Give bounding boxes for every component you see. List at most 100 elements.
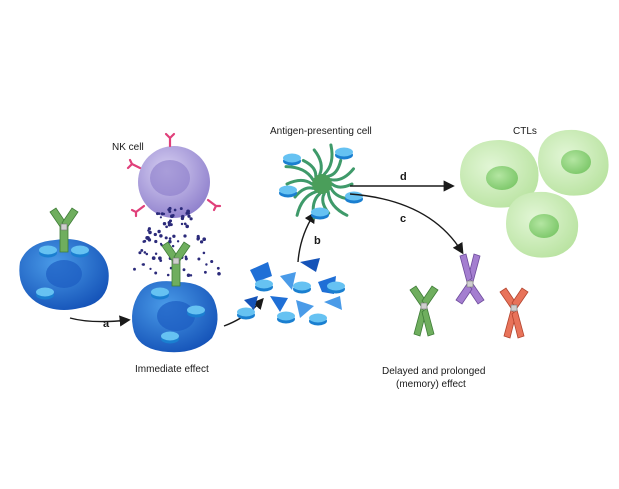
- antigen: [151, 287, 169, 300]
- tumor-debris: [237, 258, 345, 326]
- step-label-c: c: [400, 213, 406, 225]
- arrow-a: [69, 315, 131, 327]
- apc-dendrite: [330, 182, 354, 189]
- granule-dot: [158, 256, 162, 261]
- granule-dot: [205, 263, 208, 266]
- nk-cell: [126, 132, 222, 218]
- antigen: [161, 331, 179, 344]
- granule-dot: [138, 251, 142, 255]
- granule-dot: [167, 222, 171, 225]
- granule-dot: [171, 213, 175, 217]
- granule-dot: [197, 257, 201, 261]
- antibody-red: [499, 287, 529, 339]
- antigen: [71, 245, 89, 258]
- apc-dendrite: [284, 165, 315, 182]
- granule-dot: [157, 229, 161, 234]
- granule-dot: [162, 212, 166, 216]
- ctl-cell: [538, 129, 609, 196]
- granule-dot: [154, 239, 158, 244]
- granule-dot: [151, 256, 156, 260]
- granule-dot: [164, 236, 168, 240]
- granule-dot: [203, 270, 207, 274]
- granule-dot: [173, 208, 177, 212]
- tumor-cell-center: [132, 281, 218, 353]
- granule-dot: [202, 251, 206, 255]
- antigen: [255, 279, 273, 292]
- granule-dot: [196, 234, 200, 238]
- granule-dot: [183, 234, 187, 238]
- granule-dot: [147, 229, 150, 232]
- granule-dot: [189, 274, 193, 277]
- granule-dot: [148, 230, 152, 235]
- granule-dot: [159, 234, 163, 238]
- granule-dot: [168, 206, 172, 211]
- immediate-effect-label: Immediate effect: [135, 364, 209, 375]
- delayed-effect-label-line1: Delayed and prolonged: [382, 366, 485, 377]
- granule-dot: [149, 267, 152, 271]
- apc-label: Antigen-presenting cell: [270, 126, 372, 137]
- granule-dot: [159, 216, 162, 219]
- granule-dot: [154, 252, 158, 255]
- antigen: [283, 153, 301, 166]
- ctl-cell: [506, 191, 579, 258]
- granule-dot: [154, 271, 158, 275]
- arrow-c: [349, 193, 464, 255]
- antigen: [36, 287, 54, 300]
- granule-dot: [202, 237, 207, 242]
- step-label-d: d: [400, 171, 407, 183]
- ctl-cell: [460, 140, 539, 208]
- granule-dot: [162, 221, 167, 226]
- granule-dot: [183, 222, 187, 226]
- granule-dot: [153, 232, 157, 237]
- antigen: [187, 305, 205, 318]
- granule-dot: [143, 251, 147, 254]
- granule-dot: [168, 237, 172, 240]
- step-label-b: b: [314, 235, 321, 247]
- antigen: [277, 311, 295, 324]
- granule-dot: [180, 214, 185, 219]
- granule-dot: [179, 207, 183, 211]
- granule-dot: [187, 212, 190, 215]
- granule-dot: [140, 248, 144, 252]
- granule-dot: [217, 272, 221, 276]
- nk-cell-label: NK cell: [112, 142, 144, 153]
- apc-dendrite: [326, 190, 349, 217]
- apc-dendrite: [285, 178, 314, 186]
- antigen: [327, 281, 345, 294]
- antigen: [311, 207, 329, 220]
- granule-dot: [143, 239, 147, 243]
- antigen: [345, 191, 363, 204]
- granule-dot: [186, 273, 191, 278]
- antigen: [279, 185, 297, 198]
- ctls-label: CTLs: [513, 126, 537, 137]
- granule-dot: [145, 252, 149, 256]
- granule-dot: [172, 234, 176, 238]
- granule-dot: [184, 255, 188, 259]
- nk-receptors: [126, 132, 222, 218]
- step-label-a: a: [103, 318, 110, 330]
- antigen: [237, 307, 255, 320]
- antibody-green: [409, 285, 439, 337]
- tumor-cell-left: [19, 239, 109, 310]
- antibody-green: [161, 241, 191, 287]
- granule-dot: [166, 273, 170, 277]
- granule-dot: [189, 217, 193, 221]
- apc-dendrite: [295, 190, 318, 217]
- apc-dendrite: [293, 186, 315, 199]
- apc-dendrite: [329, 167, 355, 182]
- apc-dendrite: [326, 159, 343, 178]
- antigen: [335, 147, 353, 160]
- antibody-purple: [455, 253, 485, 305]
- granule-dot: [171, 244, 175, 248]
- granule-dot: [157, 212, 161, 215]
- apc-dendrite: [322, 143, 334, 176]
- antigen: [293, 281, 311, 294]
- granule-dot: [168, 210, 172, 213]
- granule-dot: [182, 268, 186, 272]
- granule-dot: [145, 236, 150, 240]
- granule-dot: [167, 223, 171, 227]
- granule-dot: [142, 263, 145, 266]
- delayed-effect-label-line2: (memory) effect: [396, 379, 466, 390]
